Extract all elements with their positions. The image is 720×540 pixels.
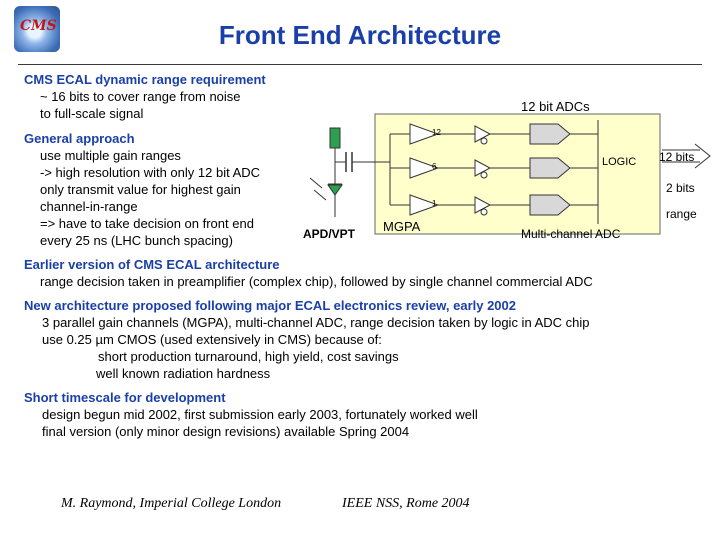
requirement-section: CMS ECAL dynamic range requirement ~ 16 … bbox=[24, 71, 266, 122]
logic-label: LOGIC bbox=[602, 156, 637, 168]
timescale-heading: Short timescale for development bbox=[24, 390, 226, 405]
footer-author: M. Raymond, Imperial College London bbox=[61, 496, 282, 511]
gain-12-amplifier bbox=[409, 123, 440, 145]
approach-line: use multiple gain ranges bbox=[40, 148, 181, 163]
slide-title: Front End Architecture bbox=[218, 20, 502, 50]
new-arch-section: New architecture proposed following majo… bbox=[24, 297, 589, 382]
new-arch-line: 3 parallel gain channels (MGPA), multi-c… bbox=[42, 315, 590, 330]
gain-6-label: 6 bbox=[432, 162, 437, 171]
adc-block bbox=[529, 123, 571, 145]
approach-line: every 25 ns (LHC bunch spacing) bbox=[40, 233, 233, 248]
light-arrow bbox=[309, 177, 323, 189]
approach-line: channel-in-range bbox=[40, 199, 138, 214]
gain-12-label: 12 bbox=[432, 128, 441, 137]
approach-heading: General approach bbox=[24, 131, 135, 146]
apd-vpt-label: APD/VPT bbox=[303, 227, 356, 241]
front-end-diagram bbox=[309, 113, 711, 235]
adc-label: 12 bit ADCs bbox=[521, 99, 590, 114]
footer-conference: IEEE NSS, Rome 2004 bbox=[342, 496, 470, 511]
timescale-section: Short timescale for development design b… bbox=[24, 389, 478, 440]
title-divider bbox=[18, 64, 702, 65]
bias-resistor bbox=[329, 127, 341, 149]
approach-section: General approach use multiple gain range… bbox=[24, 130, 260, 249]
output-2-bits-label: 2 bits bbox=[666, 181, 695, 195]
adc-block bbox=[529, 194, 571, 216]
requirement-heading: CMS ECAL dynamic range requirement bbox=[24, 72, 266, 87]
earlier-line: range decision taken in preamplifier (co… bbox=[40, 274, 593, 289]
mgpa-label: MGPA bbox=[383, 219, 421, 234]
timescale-line: design begun mid 2002, first submission … bbox=[42, 407, 478, 422]
gain-1-label: 1 bbox=[432, 199, 437, 208]
multi-channel-adc-label: Multi-channel ADC bbox=[521, 227, 621, 241]
logo-text: CMS bbox=[20, 18, 57, 34]
cms-logo: CMS bbox=[14, 6, 60, 52]
timescale-line: final version (only minor design revisio… bbox=[42, 424, 410, 439]
gain-6-amplifier bbox=[409, 157, 440, 179]
approach-line: -> high resolution with only 12 bit ADC bbox=[40, 165, 261, 180]
earlier-section: Earlier version of CMS ECAL architecture… bbox=[24, 256, 593, 290]
approach-line: => have to take decision on front end bbox=[40, 216, 254, 231]
adc-block bbox=[529, 157, 571, 179]
gain-1-amplifier bbox=[409, 194, 440, 216]
new-arch-heading: New architecture proposed following majo… bbox=[24, 298, 517, 313]
requirement-line: ~ 16 bits to cover range from noise bbox=[40, 89, 241, 104]
requirement-line: to full-scale signal bbox=[40, 106, 144, 121]
new-arch-line: short production turnaround, high yield,… bbox=[98, 349, 399, 364]
photodiode-symbol bbox=[327, 184, 343, 196]
new-arch-line: well known radiation hardness bbox=[96, 366, 271, 381]
output-12-bits-label: 12 bits bbox=[659, 150, 695, 164]
new-arch-line: use 0.25 µm CMOS (used extensively in CM… bbox=[42, 332, 382, 347]
output-arrow bbox=[694, 143, 711, 169]
approach-line: only transmit value for highest gain bbox=[40, 182, 241, 197]
output-range-label: range bbox=[666, 207, 697, 221]
earlier-heading: Earlier version of CMS ECAL architecture bbox=[24, 257, 280, 272]
